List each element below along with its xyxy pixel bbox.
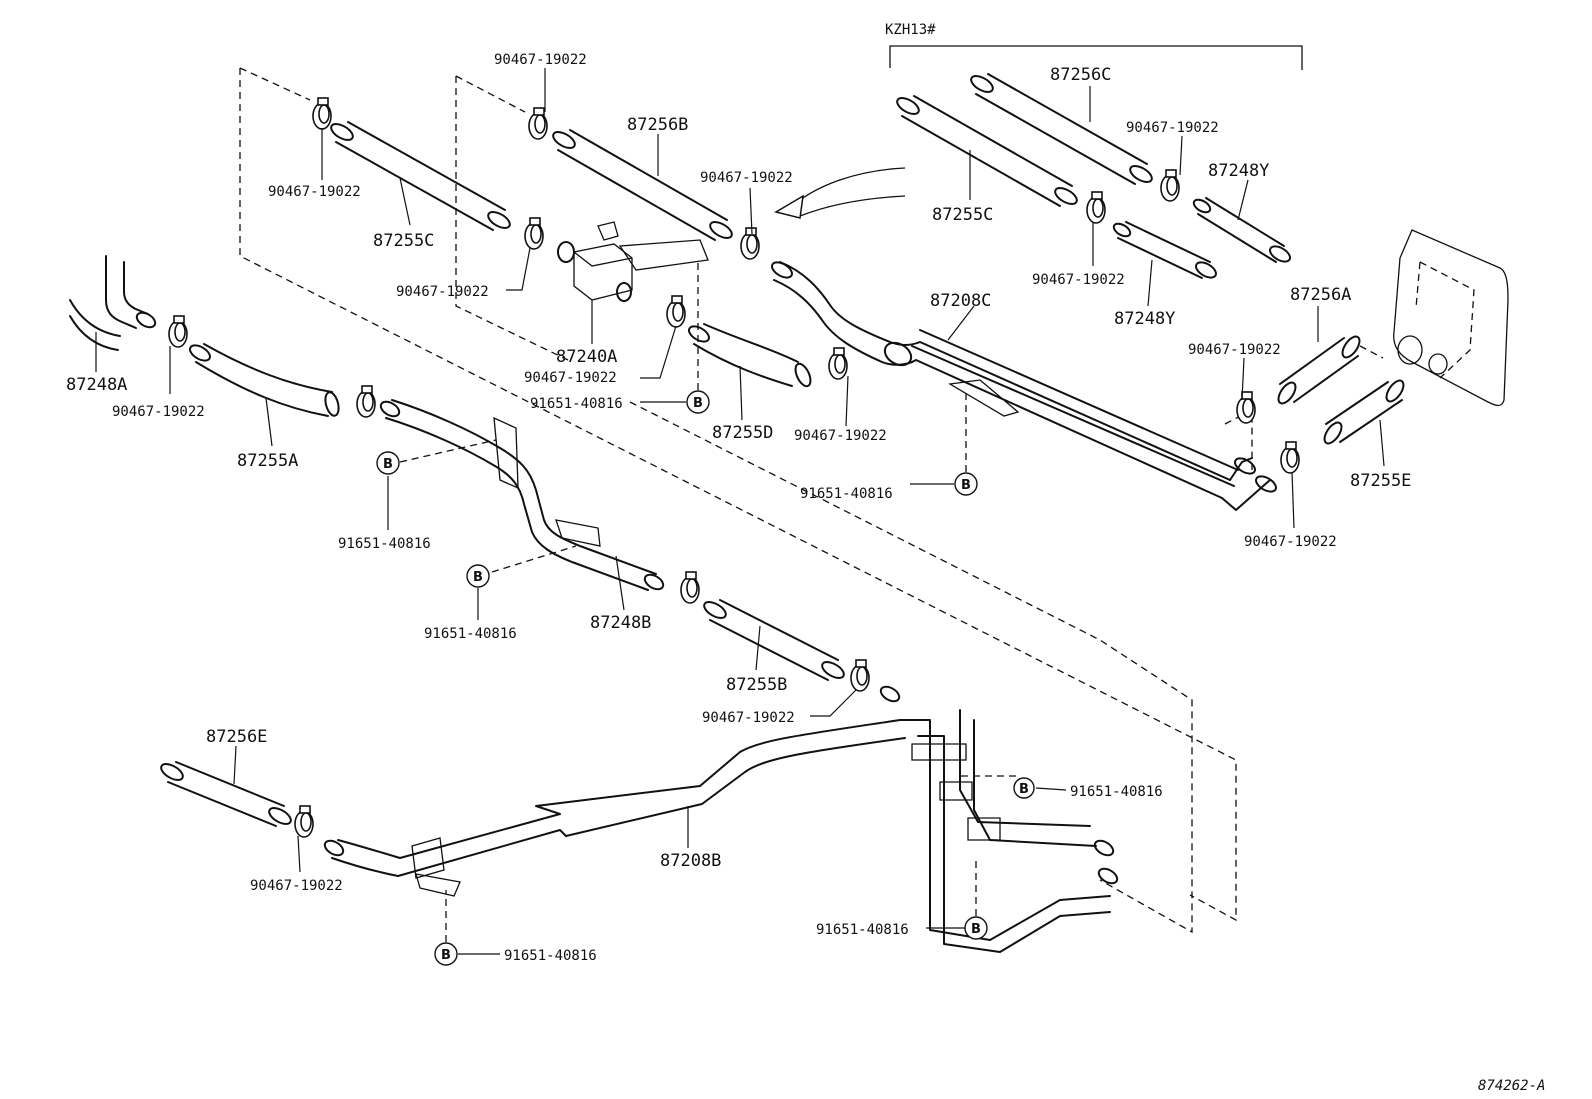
clamp-part-number: 90467-19022 [1126, 120, 1219, 136]
clamp-icon [1280, 441, 1300, 474]
clamp-part-number: 90467-19022 [1244, 534, 1337, 550]
part-label: 87240A [556, 347, 617, 367]
bolt-b-icon: B [466, 564, 490, 588]
clamp-part-number: 90467-19022 [700, 170, 793, 186]
leader-lines [95, 68, 1385, 955]
clamp-part-number: 90467-19022 [250, 878, 343, 894]
part-label: 87255C [373, 231, 434, 251]
part-label: 87208B [660, 851, 721, 871]
clamp-icon [312, 97, 332, 130]
bolt-b-icon: B [954, 472, 978, 496]
part-label: 87248Y [1208, 161, 1269, 181]
clamp-part-number: 90467-19022 [396, 284, 489, 300]
svg-text:B: B [1019, 782, 1029, 797]
heater-unit-outline [1393, 229, 1509, 407]
clamp-part-number: 90467-19022 [702, 710, 795, 726]
bolt-part-number: 91651-40816 [338, 536, 431, 552]
svg-text:B: B [473, 570, 483, 585]
clamp-part-number: 90467-19022 [112, 404, 205, 420]
hose-87255d [688, 323, 812, 388]
part-label: 87255D [712, 423, 773, 443]
part-label: 87255A [237, 451, 298, 471]
pipe-87208c [771, 261, 1277, 511]
svg-text:B: B [441, 948, 451, 963]
clamp-icon [528, 107, 548, 140]
bolt-part-number: 91651-40816 [424, 626, 517, 642]
model-bracket: KZH13# [885, 22, 1303, 70]
hose-87256c [970, 73, 1153, 185]
bolt-part-number: 91651-40816 [504, 948, 597, 964]
diagram-reference-id: 874262-A [1478, 1078, 1545, 1094]
pipe-87248b [379, 399, 665, 591]
svg-text:B: B [971, 922, 981, 937]
bolt-part-numbers: 91651-40816 91651-40816 91651-40816 9165… [338, 396, 1163, 964]
clamp-icon [168, 315, 188, 348]
svg-text:B: B [383, 457, 393, 472]
clamp-part-number: 90467-19022 [1188, 342, 1281, 358]
bolt-symbols: B B B B B B B [376, 390, 1035, 966]
pipe-87208b [323, 685, 1119, 953]
hose-87256e [160, 761, 292, 827]
hose-87255e [1323, 379, 1405, 445]
clamp-icon [680, 571, 700, 604]
pipe-87248y-top [1192, 197, 1291, 263]
part-label: 87208C [930, 291, 991, 311]
bolt-part-number: 91651-40816 [816, 922, 909, 938]
clamp-icon [850, 659, 870, 692]
clamp-icon [1160, 169, 1180, 202]
part-label: 87248Y [1114, 309, 1175, 329]
hose-87255b [703, 599, 845, 681]
clamp-icon [666, 295, 686, 328]
hose-87255a [189, 343, 340, 417]
hose-clamps [168, 97, 1300, 838]
clamp-icon [740, 227, 760, 260]
clamp-part-number: 90467-19022 [794, 428, 887, 444]
clamp-icon [294, 805, 314, 838]
flow-direction-arrow [774, 167, 906, 219]
part-label: 87255E [1350, 471, 1411, 491]
part-label: 87256C [1050, 65, 1111, 85]
clamp-part-number: 90467-19022 [268, 184, 361, 200]
clamp-icon [828, 347, 848, 380]
part-label: 87256E [206, 727, 267, 747]
pipe-87248y-bottom [1112, 221, 1217, 279]
bolt-part-number: 91651-40816 [530, 396, 623, 412]
hose-87256b [552, 129, 733, 241]
svg-text:B: B [693, 396, 703, 411]
bolt-b-icon: B [376, 451, 400, 475]
clamp-part-number: 90467-19022 [494, 52, 587, 68]
bolt-b-icon: B [434, 942, 458, 966]
part-label: 87255B [726, 675, 787, 695]
bolt-part-number: 91651-40816 [800, 486, 893, 502]
hose-87255c-left [330, 121, 511, 231]
clamp-icon [524, 217, 544, 250]
part-label: 87256B [627, 115, 688, 135]
model-code-label: KZH13# [885, 22, 936, 38]
bolt-part-number: 91651-40816 [1070, 784, 1163, 800]
clamp-icon [1236, 391, 1256, 424]
pipe-87248a [69, 255, 157, 351]
clamp-icon [1086, 191, 1106, 224]
part-label: 87256A [1290, 285, 1351, 305]
part-label: 87248A [66, 375, 127, 395]
part-labels: 87256C 87256B 87255C 87255C 87248Y 87248… [66, 65, 1411, 871]
part-label: 87255C [932, 205, 993, 225]
hose-87256a [1277, 335, 1361, 405]
water-valve-87240a [557, 221, 709, 302]
hose-87255c-right [896, 95, 1078, 207]
svg-text:B: B [961, 478, 971, 493]
bolt-b-icon: B [1013, 777, 1035, 799]
assembly-dashed-frames [239, 67, 1384, 934]
part-label: 87248B [590, 613, 651, 633]
bolt-b-icon: B [686, 390, 710, 414]
clamp-part-number: 90467-19022 [524, 370, 617, 386]
clamp-part-numbers: 90467-19022 90467-19022 90467-19022 9046… [112, 52, 1337, 894]
bolt-b-icon: B [964, 916, 988, 940]
clamp-part-number: 90467-19022 [1032, 272, 1125, 288]
clamp-icon [356, 385, 376, 418]
